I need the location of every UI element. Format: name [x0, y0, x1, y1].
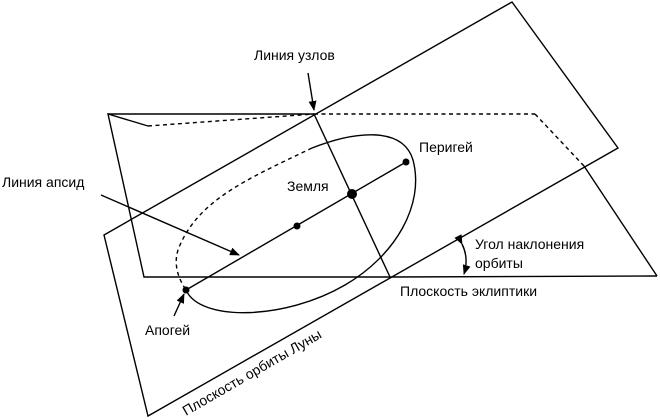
ecliptic-plane — [107, 112, 658, 278]
ecliptic-hidden-edges — [147, 113, 585, 167]
earth-point — [347, 189, 357, 199]
inclination-label-line1: Угол наклонения — [475, 236, 584, 252]
apogee-point — [182, 286, 190, 294]
inclination-angle-arc — [454, 234, 471, 275]
line-of-apsides-pointer — [100, 194, 240, 256]
apogee-label: Апогей — [145, 322, 190, 338]
line-of-nodes-label: Линия узлов — [254, 47, 335, 63]
lunar-orbit-plane-label: Плоскость орбиты Луны — [180, 326, 325, 419]
lunar-orbit-plane — [103, 1, 620, 418]
lunar-orbit-ellipse — [175, 134, 417, 314]
perigee-label: Перигей — [419, 139, 473, 155]
line-of-nodes-pointer — [307, 72, 317, 111]
line-of-apsides-label: Линия апсид — [2, 174, 84, 190]
apogee-pointer — [173, 293, 185, 317]
inclination-label-line2: орбиты — [475, 255, 523, 271]
ecliptic-plane-label: Плоскость эклиптики — [400, 283, 537, 299]
perigee-point — [402, 158, 410, 166]
orbit-center-point — [293, 222, 301, 230]
earth-label: Земля — [287, 178, 329, 194]
